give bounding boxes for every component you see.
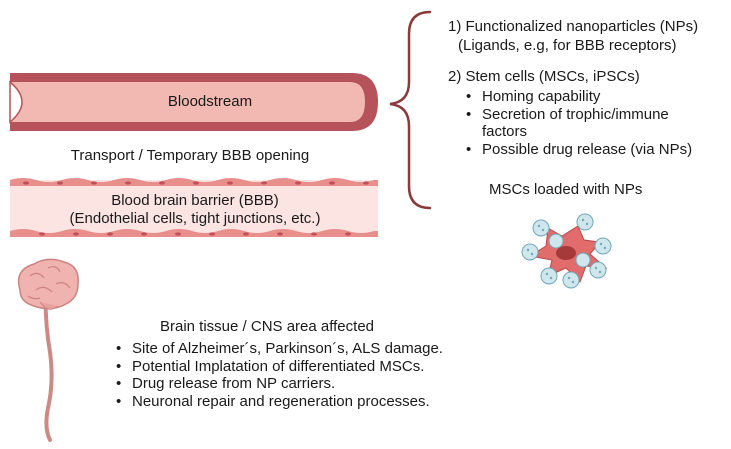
bbb-label-line1: Blood brain barrier (BBB) [111, 192, 279, 209]
bloodstream-vessel [9, 73, 378, 131]
transport-label: Transport / Temporary BBB opening [70, 147, 310, 164]
msc-cell-icon [521, 213, 612, 289]
list-item: Drug release from NP carriers. [116, 375, 443, 393]
list-item: Neuronal repair and regeneration process… [116, 393, 443, 411]
cell-caption: MSCs loaded with NPs [489, 181, 643, 198]
list-item: Homing capability [466, 88, 692, 106]
curly-brace [389, 10, 432, 210]
strategy-1-subtitle: (Ligands, e.g, for BBB receptors) [458, 37, 677, 54]
stem-cell-bullets: Homing capability Secretion of trophic/i… [466, 88, 692, 158]
brain-icon [17, 258, 79, 442]
strategy-1-title: 1) Functionalized nanoparticles (NPs) [448, 18, 699, 35]
list-item: Site of Alzheimer´s, Parkinson´s, ALS da… [116, 340, 443, 358]
brain-title: Brain tissue / CNS area affected [160, 318, 374, 335]
brain-bullets: Site of Alzheimer´s, Parkinson´s, ALS da… [116, 340, 443, 410]
list-item: factors [482, 123, 528, 140]
list-item: Secretion of trophic/immune [466, 106, 692, 124]
bbb-label-line2: (Endothelial cells, tight junctions, etc… [69, 210, 321, 227]
bloodstream-label: Bloodstream [167, 93, 253, 110]
list-item: Possible drug release (via NPs) [466, 141, 692, 159]
bbb-band [10, 178, 378, 237]
strategy-2-title: 2) Stem cells (MSCs, iPSCs) [448, 68, 640, 85]
list-item: Potential Implatation of differentiated … [116, 358, 443, 376]
